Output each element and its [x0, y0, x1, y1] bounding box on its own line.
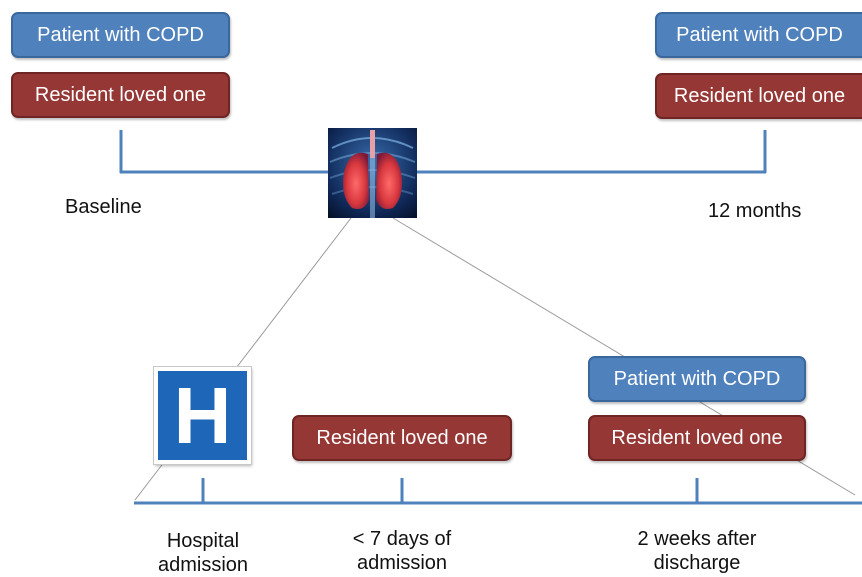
12-months-label: 12 months — [708, 200, 802, 222]
baseline-label: Baseline — [65, 196, 142, 218]
hospital-admission-label: Hospital admission — [143, 529, 263, 577]
discharge-line-1: 2 weeks after — [637, 528, 757, 550]
seven-days-line-2: admission — [356, 552, 448, 574]
admission-loved-one-box: Resident loved one — [292, 415, 512, 461]
baseline-patient-box: Patient with COPD — [11, 12, 230, 58]
baseline-loved-one-box: Resident loved one — [11, 72, 230, 118]
discharge-line-2: discharge — [653, 552, 741, 574]
seven-days-line-1: < 7 days of — [352, 528, 452, 550]
month12-loved-one-box: Resident loved one — [655, 73, 862, 119]
hospital-admission-line-1: Hospital — [166, 530, 240, 552]
discharge-patient-box: Patient with COPD — [588, 356, 806, 402]
discharge-label: 2 weeks after discharge — [617, 527, 777, 575]
hospital-sign-icon: H — [154, 367, 251, 464]
lungs-image — [328, 128, 417, 218]
hospital-letter: H — [173, 370, 232, 460]
hospital-admission-line-2: admission — [157, 554, 249, 576]
month12-patient-box: Patient with COPD — [655, 12, 862, 58]
seven-days-label: < 7 days of admission — [332, 527, 472, 575]
discharge-loved-one-box: Resident loved one — [588, 415, 806, 461]
